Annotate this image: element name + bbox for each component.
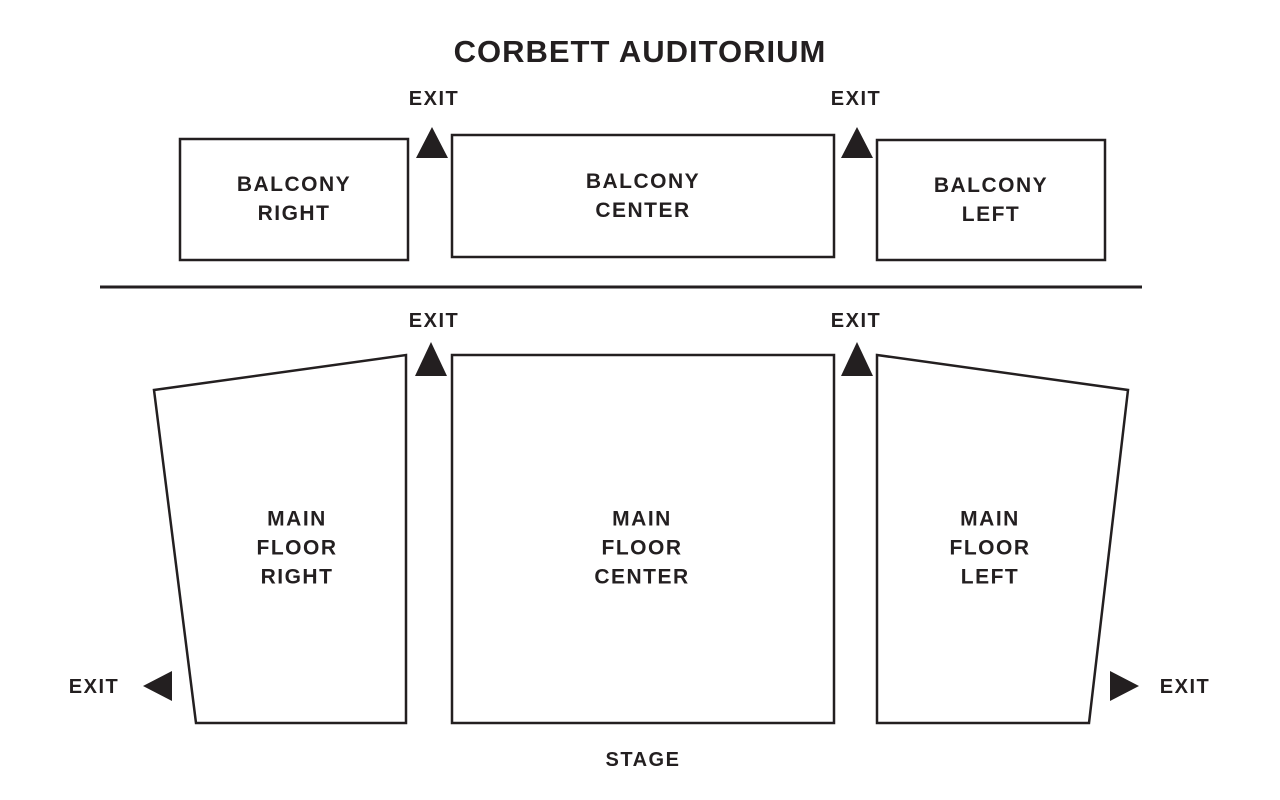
- exit-left-arrow-icon: [143, 671, 172, 701]
- balcony-center-label: BALCONY CENTER: [585, 170, 701, 222]
- main-floor-center-label: MAIN FLOOR CENTER: [594, 507, 690, 589]
- page-title: CORBETT AUDITORIUM: [453, 34, 827, 69]
- main-floor-center-box: [450, 353, 836, 725]
- exit-label-main-gap-left: EXIT: [408, 310, 460, 332]
- exit-up-arrow-balcony-gap-left-icon: [416, 127, 448, 158]
- main-floor-right-label: MAIN FLOOR RIGHT: [256, 507, 338, 589]
- exit-right-arrow-icon: [1110, 671, 1139, 701]
- main-floor-left-label: MAIN FLOOR LEFT: [949, 507, 1031, 589]
- main-floor-right-box: [152, 353, 408, 725]
- balcony-right-label: BALCONY RIGHT: [236, 173, 352, 225]
- exit-label-main-side-right: EXIT: [1159, 676, 1211, 698]
- main-floor-left-box: [875, 353, 1130, 725]
- exit-label-main-gap-right: EXIT: [830, 310, 882, 332]
- stage-label: STAGE: [605, 749, 681, 771]
- balcony-left-label: BALCONY LEFT: [933, 174, 1049, 226]
- balcony-right-box: [178, 137, 410, 262]
- exit-up-arrow-balcony-gap-right-icon: [841, 127, 873, 158]
- exit-up-arrow-main-gap-left-icon: [415, 342, 447, 376]
- exit-label-main-side-left: EXIT: [68, 676, 120, 698]
- balcony-center-box: [450, 133, 836, 259]
- exit-label-balcony-gap-left: EXIT: [408, 88, 460, 110]
- balcony-left-box: [875, 138, 1107, 262]
- exit-label-balcony-gap-right: EXIT: [830, 88, 882, 110]
- exit-up-arrow-main-gap-right-icon: [841, 342, 873, 376]
